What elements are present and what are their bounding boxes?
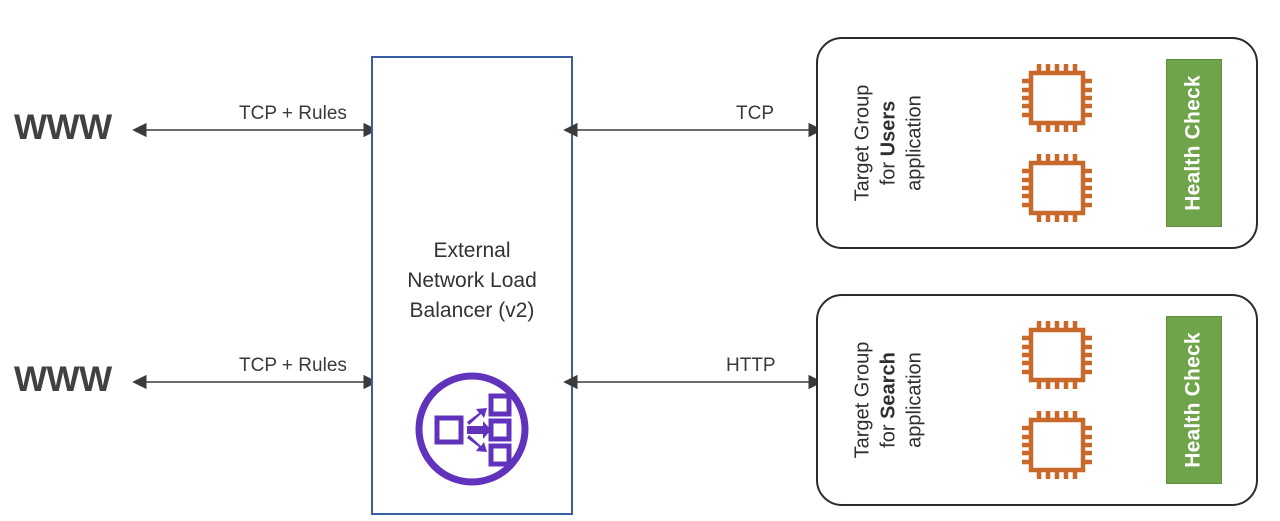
connector-ingress-bottom [132, 374, 378, 390]
chip-icon[interactable] [1016, 406, 1098, 484]
chip-icon[interactable] [1016, 316, 1098, 394]
edge-label-egress-users: TCP [736, 103, 774, 124]
edge-label-ingress-top: TCP + Rules [239, 103, 347, 124]
client-www-top: WWW [14, 108, 112, 147]
tg-search-caption-emphasis: Search [876, 352, 899, 419]
external-network-load-balancer-box[interactable]: External Network Load Balancer (v2) [371, 56, 573, 515]
health-check-label: Health Check [1182, 75, 1206, 211]
tg-users-caption-line-3: application [902, 95, 925, 191]
tg-users-caption-for: for [876, 156, 899, 186]
tg-search-caption-line-1: Target Group [850, 341, 873, 459]
load-balancer-title-line-2: Network Load [407, 269, 537, 292]
connector-egress-users [563, 122, 823, 138]
load-balancer-title-line-1: External [433, 239, 511, 262]
health-check-label: Health Check [1182, 332, 1206, 468]
edge-label-egress-search: HTTP [726, 355, 776, 376]
tg-search-caption-for: for [876, 418, 899, 448]
load-balancer-title: External Network Load Balancer (v2) [373, 236, 571, 326]
load-balancer-title-line-3: Balancer (v2) [409, 299, 535, 322]
target-group-users-caption: Target Group for Users application [828, 39, 948, 247]
health-check-badge-search[interactable]: Health Check [1166, 316, 1222, 484]
target-group-search-instances [1016, 316, 1098, 484]
target-group-search[interactable]: Target Group for Search application [816, 294, 1258, 506]
connector-ingress-top [132, 122, 378, 138]
tg-search-caption-line-2: for Search [875, 342, 901, 459]
load-balancer-icon [413, 370, 531, 488]
tg-users-caption-line-1: Target Group [850, 84, 873, 202]
chip-icon[interactable] [1016, 59, 1098, 137]
target-group-users-instances [1016, 59, 1098, 227]
client-www-bottom: WWW [14, 360, 112, 399]
tg-users-caption-emphasis: Users [876, 100, 899, 157]
health-check-badge-users[interactable]: Health Check [1166, 59, 1222, 227]
chip-icon[interactable] [1016, 149, 1098, 227]
tg-search-caption-line-3: application [902, 352, 925, 448]
connector-egress-search [563, 374, 823, 390]
target-group-search-caption: Target Group for Search application [828, 296, 948, 504]
target-group-users[interactable]: Target Group for Users application [816, 37, 1258, 249]
tg-users-caption-line-2: for Users [875, 85, 901, 202]
edge-label-ingress-bottom: TCP + Rules [239, 355, 347, 376]
